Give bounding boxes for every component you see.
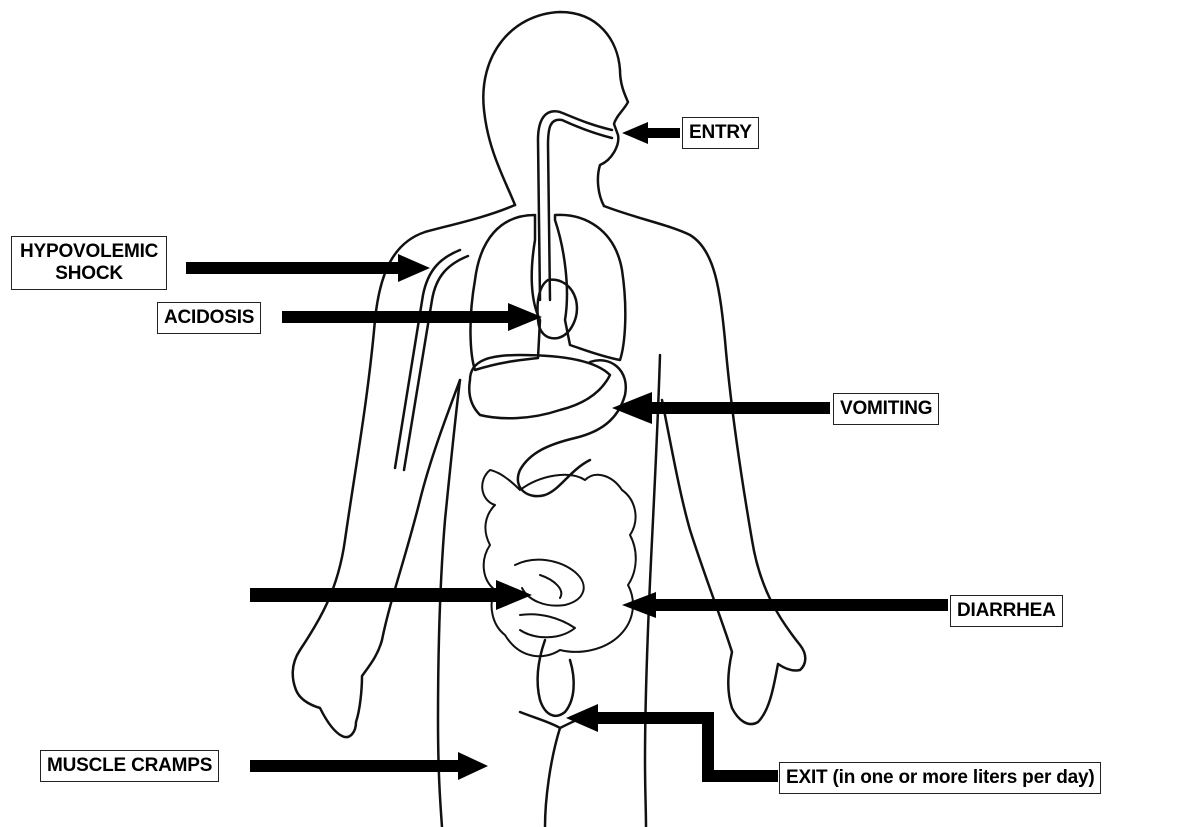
arrow-entry bbox=[622, 122, 680, 144]
heart bbox=[537, 280, 576, 339]
arrow-diarrhea bbox=[622, 592, 948, 618]
label-hypovolemic-shock: HYPOVOLEMIC SHOCK bbox=[11, 236, 167, 290]
esophagus bbox=[538, 111, 612, 300]
head-outline bbox=[483, 12, 628, 206]
torso-right-outline bbox=[645, 355, 660, 827]
label-muscle-cramps: MUSCLE CRAMPS bbox=[40, 750, 219, 782]
label-acidosis: ACIDOSIS bbox=[157, 302, 261, 334]
left-lung bbox=[470, 215, 540, 370]
label-entry: ENTRY bbox=[682, 117, 759, 149]
arrow-muscle-cramps bbox=[250, 752, 488, 780]
label-diarrhea: DIARRHEA bbox=[950, 595, 1063, 627]
right-lung bbox=[555, 215, 625, 360]
small-intestine bbox=[515, 560, 584, 638]
label-exit: EXIT (in one or more liters per day) bbox=[779, 762, 1101, 794]
inner-leg-outline bbox=[520, 712, 560, 827]
torso-left-outline bbox=[438, 380, 460, 827]
right-arm-outline bbox=[604, 206, 805, 724]
arrow-vomiting bbox=[612, 392, 830, 424]
label-hypovolemic-line1: HYPOVOLEMIC bbox=[20, 241, 158, 263]
iv-tube bbox=[395, 250, 468, 470]
arrow-acidosis bbox=[282, 303, 542, 331]
arrow-exit bbox=[566, 704, 778, 782]
label-vomiting: VOMITING bbox=[833, 393, 939, 425]
label-hypovolemic-line2: SHOCK bbox=[20, 263, 158, 285]
